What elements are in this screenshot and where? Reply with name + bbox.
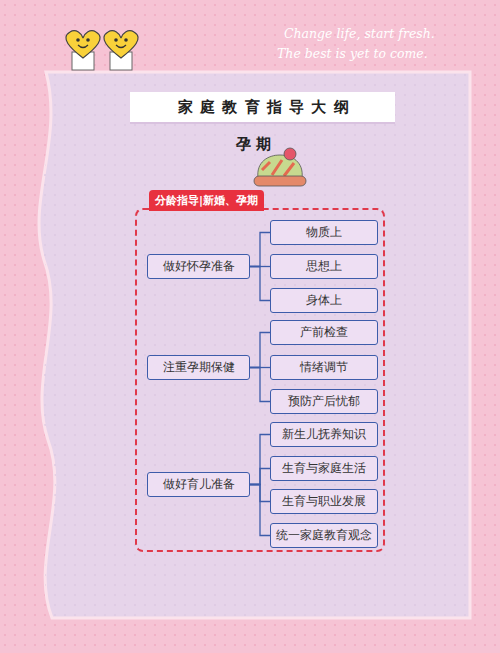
topic-box: 思想上 [270,254,378,279]
topic-box: 注重孕期保健 [147,355,250,380]
title-box: 家 庭 教 育 指 导 大 纲 [130,92,395,122]
branch-connector [250,485,270,536]
topic-text: 思想上 [306,259,342,274]
topic-text: 做好怀孕准备 [163,258,235,275]
topic-text: 统一家庭教育观念 [276,528,372,543]
topic-text: 生育与家庭生活 [282,461,366,476]
branch-connector [250,233,270,267]
topic-box: 情绪调节 [270,355,378,380]
branch-connector [250,267,270,301]
title-text: 家 庭 教 育 指 导 大 纲 [178,98,350,117]
branch-connector [250,333,270,368]
topic-box: 生育与家庭生活 [270,456,378,481]
topic-text: 生育与职业发展 [282,494,366,509]
topic-box: 新生儿抚养知识 [270,422,378,447]
topic-box: 物质上 [270,220,378,245]
subtitle-text: 孕 期 [236,135,271,154]
group-tab: 分龄指导|新婚、孕期 [149,190,264,211]
group-frame: 分龄指导|新婚、孕期做好怀孕准备物质上思想上身体上注重孕期保健产前检查情绪调节预… [135,208,385,552]
topic-box: 预防产后忧郁 [270,389,378,414]
topic-box: 生育与职业发展 [270,489,378,514]
topic-box: 做好怀孕准备 [147,254,250,279]
topic-text: 物质上 [306,225,342,240]
branch-connector [250,368,270,402]
topic-text: 预防产后忧郁 [288,394,360,409]
topic-box: 做好育儿准备 [147,472,250,497]
topic-text: 产前检查 [300,325,348,340]
topic-text: 注重孕期保健 [163,359,235,376]
topic-box: 统一家庭教育观念 [270,523,378,548]
smiley-icon [66,31,138,70]
slogan-text: The best is yet to come. [277,46,428,61]
slogan-text: Change life, start fresh. [284,26,435,41]
topic-text: 情绪调节 [300,360,348,375]
branch-connector [250,435,270,485]
topic-box: 产前检查 [270,320,378,345]
topic-text: 新生儿抚养知识 [282,427,366,442]
hat-illustration [254,148,306,186]
topic-text: 身体上 [306,293,342,308]
topic-text: 做好育儿准备 [163,476,235,493]
topic-box: 身体上 [270,288,378,313]
branch-connector [250,469,270,485]
